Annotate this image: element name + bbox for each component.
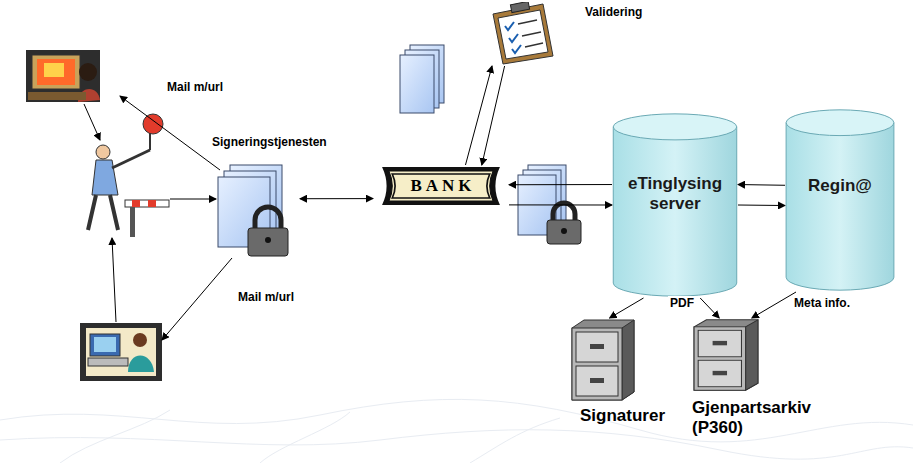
document-stack [400,45,444,113]
connector-arrow [482,66,505,165]
node-label: eTinglysing server [618,174,732,214]
connector-arrow [752,292,796,318]
mail-label: Mail m/url [165,80,225,94]
node-outline [570,318,636,402]
archive-cabinet: Gjenpartsarkiv (P360) [692,318,760,392]
service-icon: Signeringstjenesten [218,163,300,257]
node-outline [785,108,895,292]
node-label: Gjenpartsarkiv (P360) [692,398,827,438]
node-label: Signaturer [580,406,665,426]
connector-arrow [465,66,492,165]
mail-label: Mail m/url [236,290,296,304]
mail-arrow [84,96,232,340]
database-cylinder: eTinglysing server [612,112,738,298]
connector-arrow [610,298,644,318]
database-cylinder: Regin@ [785,108,895,292]
padlock-icon [248,207,288,256]
connector-arrow [300,198,373,199]
node-label: BANK [373,165,509,207]
bank-banner: BANK [373,165,509,207]
connector-arrow [700,298,719,318]
node-label: Validering [585,5,642,19]
edge-label: Meta info. [792,296,852,310]
padlock-icon [547,203,581,244]
node-label: Signeringstjenesten [212,135,327,149]
archive-cabinet: Signaturer [570,318,636,402]
connector-arrow [509,184,612,185]
node-outline [485,2,555,66]
gatekeeper-icon [88,114,169,237]
connector-arrow [738,184,785,186]
node-label: Regin@ [789,176,891,196]
connector-arrow [509,204,612,205]
node-outline [692,318,760,392]
validation-clipboard: Validering [485,2,555,66]
user-computer-icon [80,323,162,381]
connector-arrow [738,205,785,207]
user-computer-icon [26,50,100,102]
edge-label: PDF [668,296,696,310]
